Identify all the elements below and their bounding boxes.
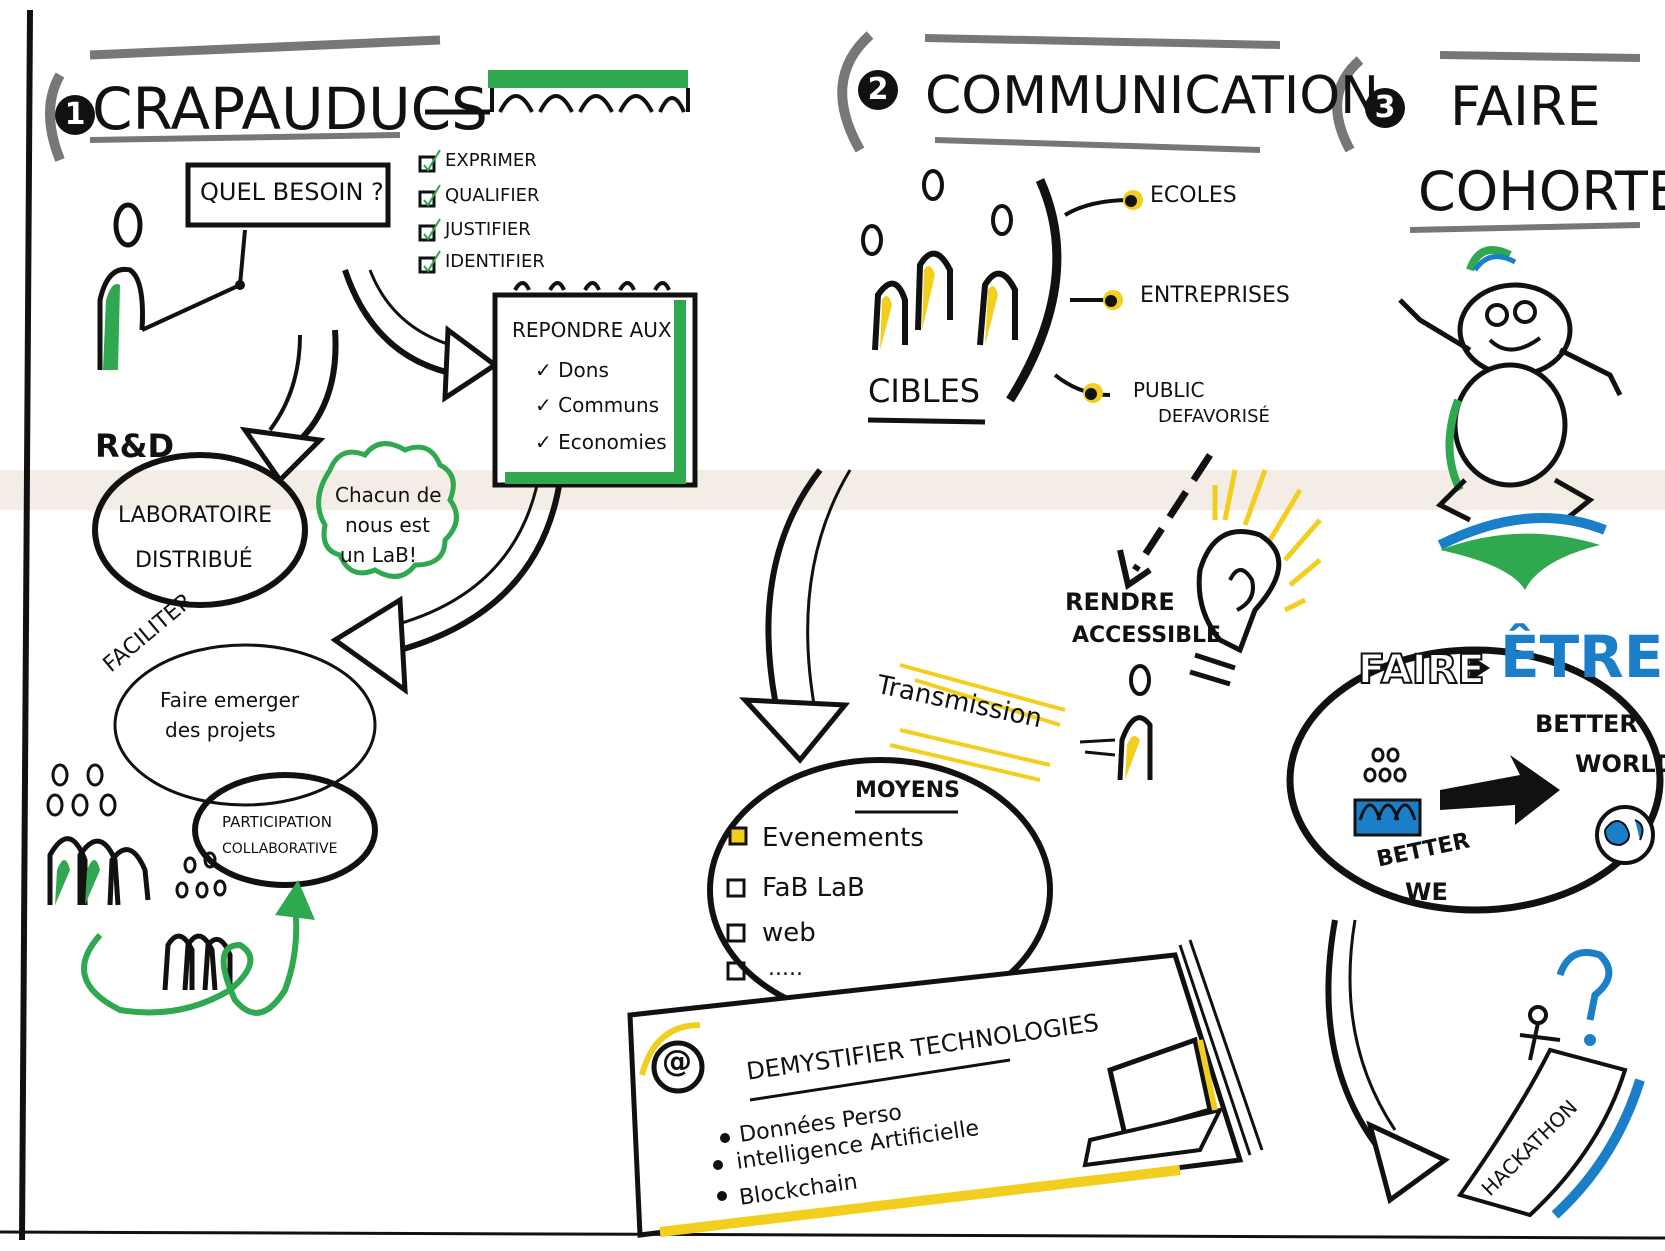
checklist-item-justifier: JUSTIFIER (445, 219, 531, 240)
cloud-text-line1: Chacun de (335, 483, 442, 507)
emerger-label-line2: des projets (165, 718, 276, 742)
transmission-rays (889, 663, 1066, 782)
lab-label-line2: DISTRIBUÉ (135, 548, 253, 573)
bottom-border-line (0, 1230, 1665, 1240)
moyens-item-web: web (762, 918, 816, 948)
cloud-text-line3: un LaB! (340, 543, 417, 567)
cibles-label: CIBLES (868, 372, 981, 410)
moyens-check-boxes (726, 826, 748, 981)
target-public-line2: DEFAVORISÉ (1158, 406, 1270, 427)
lightbulb-icon (1189, 469, 1322, 687)
section3-title-line2: COHORTE (1418, 160, 1665, 223)
flow-arrows-s1 (239, 269, 563, 696)
notepad-item-economies: ✓ Economies (535, 430, 667, 454)
etre-label: ÊTRE (1500, 623, 1664, 691)
notepad-item-dons-text: Dons (558, 358, 609, 382)
transmitter-person-icon (1079, 664, 1153, 781)
moyens-item-more: ..... (768, 956, 803, 981)
crowd-icon (46, 763, 233, 991)
cibles-people-icon (861, 169, 1018, 351)
participation-label-line1: PARTICIPATION (222, 813, 332, 831)
emerger-label-line1: Faire emerger (160, 688, 300, 712)
lab-label-line1: LABORATOIRE (118, 503, 272, 528)
left-border-line (19, 9, 33, 1241)
target-connectors (1053, 190, 1143, 403)
better-world-line2: WORLD (1575, 750, 1665, 778)
section3-title-line1: FAIRE (1450, 75, 1601, 138)
cloud-shape (316, 441, 459, 579)
laptop-icon (1082, 1036, 1224, 1168)
rd-label: R&D (95, 427, 175, 465)
section2-heading-bars (837, 31, 1281, 153)
emerger-ellipse (113, 643, 377, 807)
loop-arrowhead (275, 880, 315, 920)
cibles-bracket (1006, 178, 1062, 403)
faire-etre-arrow (1470, 655, 1490, 681)
section1-number-badge: 1 (55, 95, 95, 135)
section2-title: COMMUNICATION (925, 66, 1380, 126)
section2-number-badge: 2 (858, 70, 898, 110)
faire-etre-ellipse (1286, 646, 1664, 914)
moyens-heading: MOYENS (855, 778, 961, 803)
section1-title: CRAPAUDUCS (92, 75, 488, 143)
loop-arrow (81, 904, 300, 1016)
faire-label: FAIRE (1357, 647, 1486, 693)
dashed-arrow (1132, 453, 1213, 572)
participation-ellipse (192, 772, 378, 888)
hackathon-flow-arrow (1325, 919, 1450, 1205)
lab-ellipse (92, 452, 308, 608)
notepad-frame (492, 281, 698, 488)
target-public: PUBLIC (1133, 378, 1205, 402)
person-icon (97, 202, 247, 370)
section1-heading-bars (45, 35, 490, 162)
target-ecoles: ECOLES (1150, 183, 1237, 208)
notepad-heading: REPONDRE AUX (512, 318, 672, 342)
better-we-line2: WE (1405, 878, 1448, 906)
rendre-accessible-line1: RENDRE (1065, 588, 1175, 616)
moyens-item-fablab: FaB LaB (762, 873, 865, 903)
checklist-item-identifier: IDENTIFIER (445, 251, 545, 272)
need-box-label: QUEL BESOIN ? (200, 178, 384, 206)
checklist-boxes (418, 149, 441, 274)
cloud-text-line2: nous est (345, 513, 430, 537)
globe-icon (1595, 805, 1655, 865)
notepad-item-communs-text: Communs (558, 393, 660, 417)
participation-label-line2: COLLABORATIVE (222, 841, 338, 857)
checklist-item-exprimer: EXPRIMER (445, 150, 537, 171)
better-we-icon (1353, 747, 1422, 837)
section3-heading-bars (1332, 51, 1641, 233)
notepad-item-communs: ✓ Communs (535, 393, 660, 417)
section3-number-badge: 3 (1365, 88, 1405, 128)
moyens-item-evenements: Evenements (762, 823, 924, 853)
at-symbol: @ (662, 1044, 692, 1079)
need-box-frame (185, 162, 391, 228)
dashed-arrowhead (1117, 549, 1152, 590)
rendre-accessible-line2: ACCESSIBLE (1072, 623, 1222, 648)
bridge-icon (488, 70, 690, 113)
world-arrow (1440, 755, 1560, 825)
checklist-item-qualifier: QUALIFIER (445, 185, 540, 206)
notepad-item-economies-text: Economies (558, 430, 667, 454)
flow-arrow-moyens (739, 468, 852, 764)
notepad-item-dons: ✓ Dons (535, 358, 609, 382)
frog-icon (1398, 246, 1623, 590)
cibles-underline (867, 417, 986, 425)
better-world-line1: BETTER (1535, 710, 1638, 738)
hackathon-flag (1456, 949, 1645, 1219)
target-entreprises: ENTREPRISES (1140, 283, 1290, 308)
